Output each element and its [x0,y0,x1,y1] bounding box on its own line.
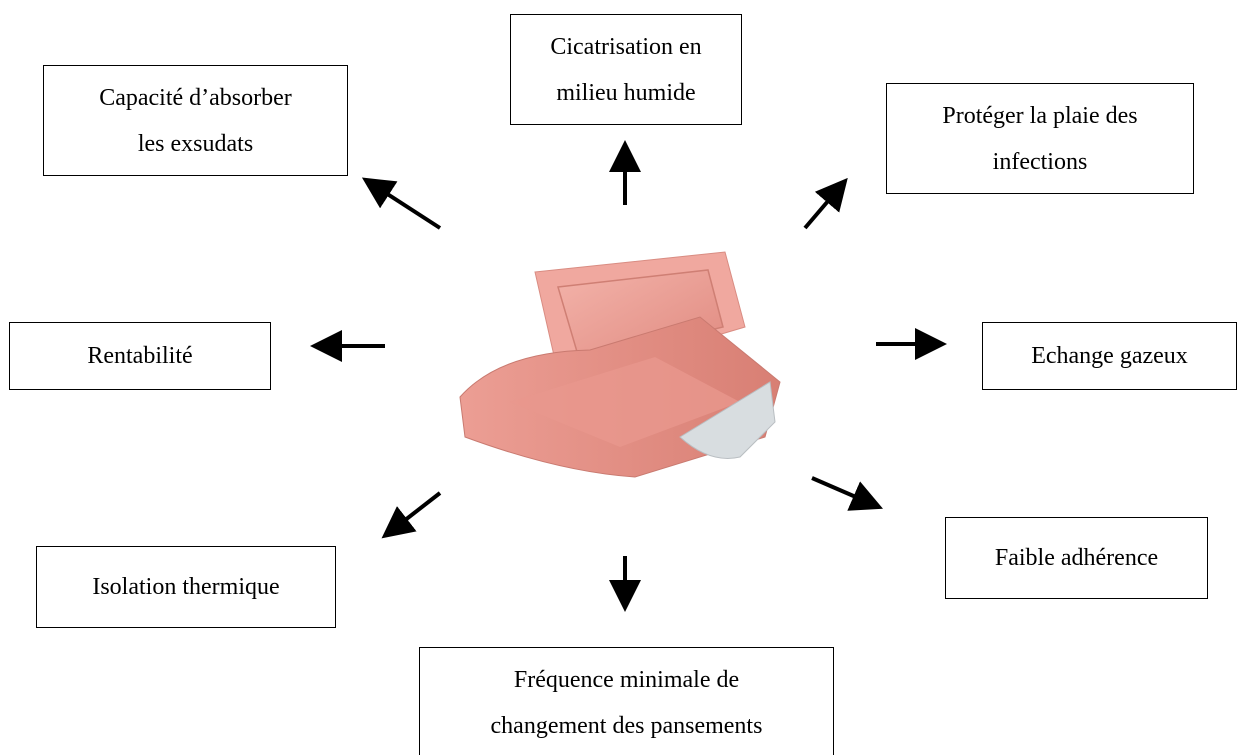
box-absorb: Capacité d’absorber les exsudats [43,65,348,176]
box-adh-line-1: Faible adhérence [994,545,1159,571]
box-rent-line-1: Rentabilité [87,343,193,369]
box-gas: Echange gazeux [982,322,1237,390]
box-gas-line-1: Echange gazeux [1031,343,1188,369]
box-moist: Cicatrisation en milieu humide [510,14,742,125]
box-absorb-line-2: les exsudats [137,130,254,157]
box-therm-line-1: Isolation thermique [92,574,280,600]
box-infect-line-2: infections [992,148,1088,175]
foam-dressing-image [459,251,781,478]
arrow-to-absorb [361,177,442,230]
box-moist-line-2: milieu humide [556,79,696,106]
box-freq: Fréquence minimale de changement des pan… [419,647,834,755]
box-freq-line-2: changement des pansements [490,713,763,739]
arrow-to-adh [811,476,884,511]
box-infect: Protéger la plaie des infections [886,83,1194,194]
box-adh: Faible adhérence [945,517,1208,599]
arrow-to-therm [381,491,442,539]
arrow-to-infect [803,177,848,230]
box-therm: Isolation thermique [36,546,336,628]
box-moist-line-1: Cicatrisation en [550,33,702,60]
box-absorb-line-1: Capacité d’absorber [99,84,292,111]
box-rent: Rentabilité [9,322,271,390]
box-freq-line-1: Fréquence minimale de [513,667,740,693]
box-infect-line-1: Protéger la plaie des [942,102,1138,129]
